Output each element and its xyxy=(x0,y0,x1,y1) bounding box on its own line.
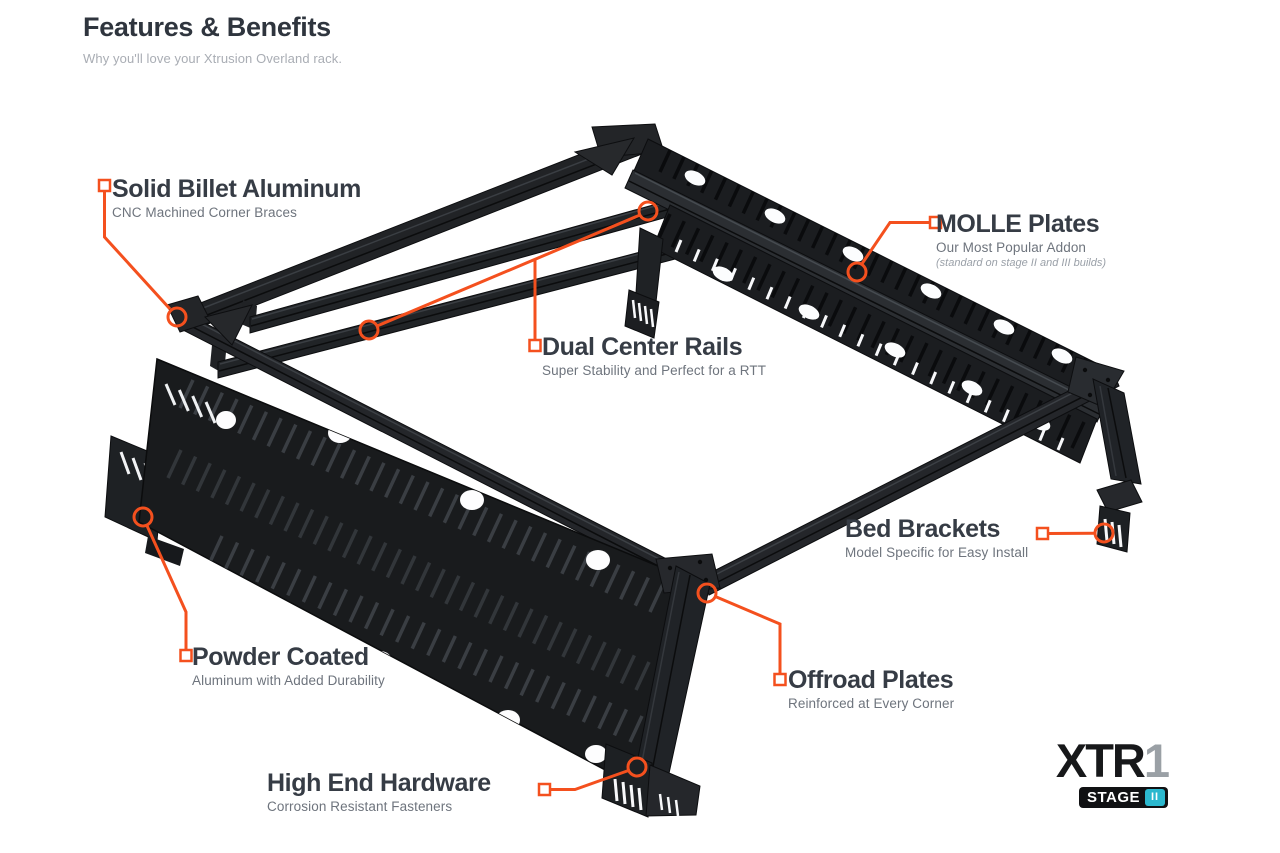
powder-coated-connector xyxy=(132,506,193,663)
right-leg xyxy=(1092,378,1142,485)
high-end-hardware-connector xyxy=(537,756,648,797)
page-header: Features & Benefits Why you'll love your… xyxy=(83,12,342,66)
callout-title: Offroad Plates xyxy=(788,666,954,694)
page-title: Features & Benefits xyxy=(83,12,331,42)
panel-slats-row1 xyxy=(178,379,665,613)
stage-badge: STAGE II xyxy=(1078,786,1168,808)
callout-molle-plates: MOLLE Plates Our Most Popular Addon (sta… xyxy=(936,210,1106,270)
rack-rear-leg-bracket xyxy=(624,227,664,339)
callout-powder-coated: Powder Coated Aluminum with Added Durabi… xyxy=(192,643,385,689)
callout-title: MOLLE Plates xyxy=(936,210,1100,238)
offroad-plates-connector xyxy=(696,582,787,687)
rack-center-rails xyxy=(210,187,715,379)
front-leg xyxy=(632,565,711,802)
stage-label: STAGE xyxy=(1086,788,1140,806)
callout-subtitle: Aluminum with Added Durability xyxy=(192,673,385,689)
xtr1-wordmark: XTR1 xyxy=(1022,737,1170,784)
callout-subtitle: Our Most Popular Addon xyxy=(936,240,1087,256)
molle-upper-holes xyxy=(684,170,1073,364)
callout-offroad-plates: Offroad Plates Reinforced at Every Corne… xyxy=(788,666,955,712)
callout-subtitle: Reinforced at Every Corner xyxy=(788,696,955,712)
rack-front-right-rail xyxy=(701,368,1120,596)
dual-center-connector xyxy=(358,200,659,353)
callout-high-end-hardware: High End Hardware Corrosion Resistant Fa… xyxy=(267,769,491,815)
callout-solid-billet: Solid Billet Aluminum CNC Machined Corne… xyxy=(112,175,362,221)
callout-subtitle: CNC Machined Corner Braces xyxy=(112,205,297,221)
callout-title: Bed Brackets xyxy=(845,515,1001,543)
callout-title: Dual Center Rails xyxy=(542,333,743,361)
brand-logo: XTR1 STAGE II xyxy=(1022,737,1170,808)
callout-subtitle: Corrosion Resistant Fasteners xyxy=(267,799,453,815)
molle-connector xyxy=(846,215,943,283)
logo-brand-text: XTR xyxy=(1055,734,1146,787)
callout-note: (standard on stage II and III builds) xyxy=(936,257,1106,270)
page-subtitle: Why you'll love your Xtrusion Overland r… xyxy=(83,51,343,66)
powder-coated-panel xyxy=(138,357,700,791)
callout-dual-center-rails: Dual Center Rails Super Stability and Pe… xyxy=(542,333,767,379)
callout-title: High End Hardware xyxy=(267,769,491,797)
callout-title: Solid Billet Aluminum xyxy=(112,175,362,203)
bed-brackets-connector xyxy=(1035,522,1115,544)
stage-level-badge: II xyxy=(1145,788,1165,806)
rack-front-corner-brace xyxy=(166,295,253,346)
panel-slats-row2 xyxy=(166,449,651,691)
solid-billet-connector xyxy=(97,178,188,328)
callout-subtitle: Super Stability and Perfect for a RTT xyxy=(542,363,767,379)
callout-subtitle: Model Specific for Easy Install xyxy=(845,545,1029,561)
truck-bed-rack xyxy=(104,123,1143,818)
panel-slats-row3 xyxy=(208,535,644,743)
callout-title: Powder Coated xyxy=(192,643,369,671)
front-foot-bracket xyxy=(601,743,701,818)
panel-edge-slots xyxy=(164,383,217,424)
callout-bed-brackets: Bed Brackets Model Specific for Easy Ins… xyxy=(845,515,1029,561)
callout-connectors xyxy=(97,178,1115,797)
logo-model-number: 1 xyxy=(1143,734,1170,787)
molle-plate-band xyxy=(624,138,1119,464)
